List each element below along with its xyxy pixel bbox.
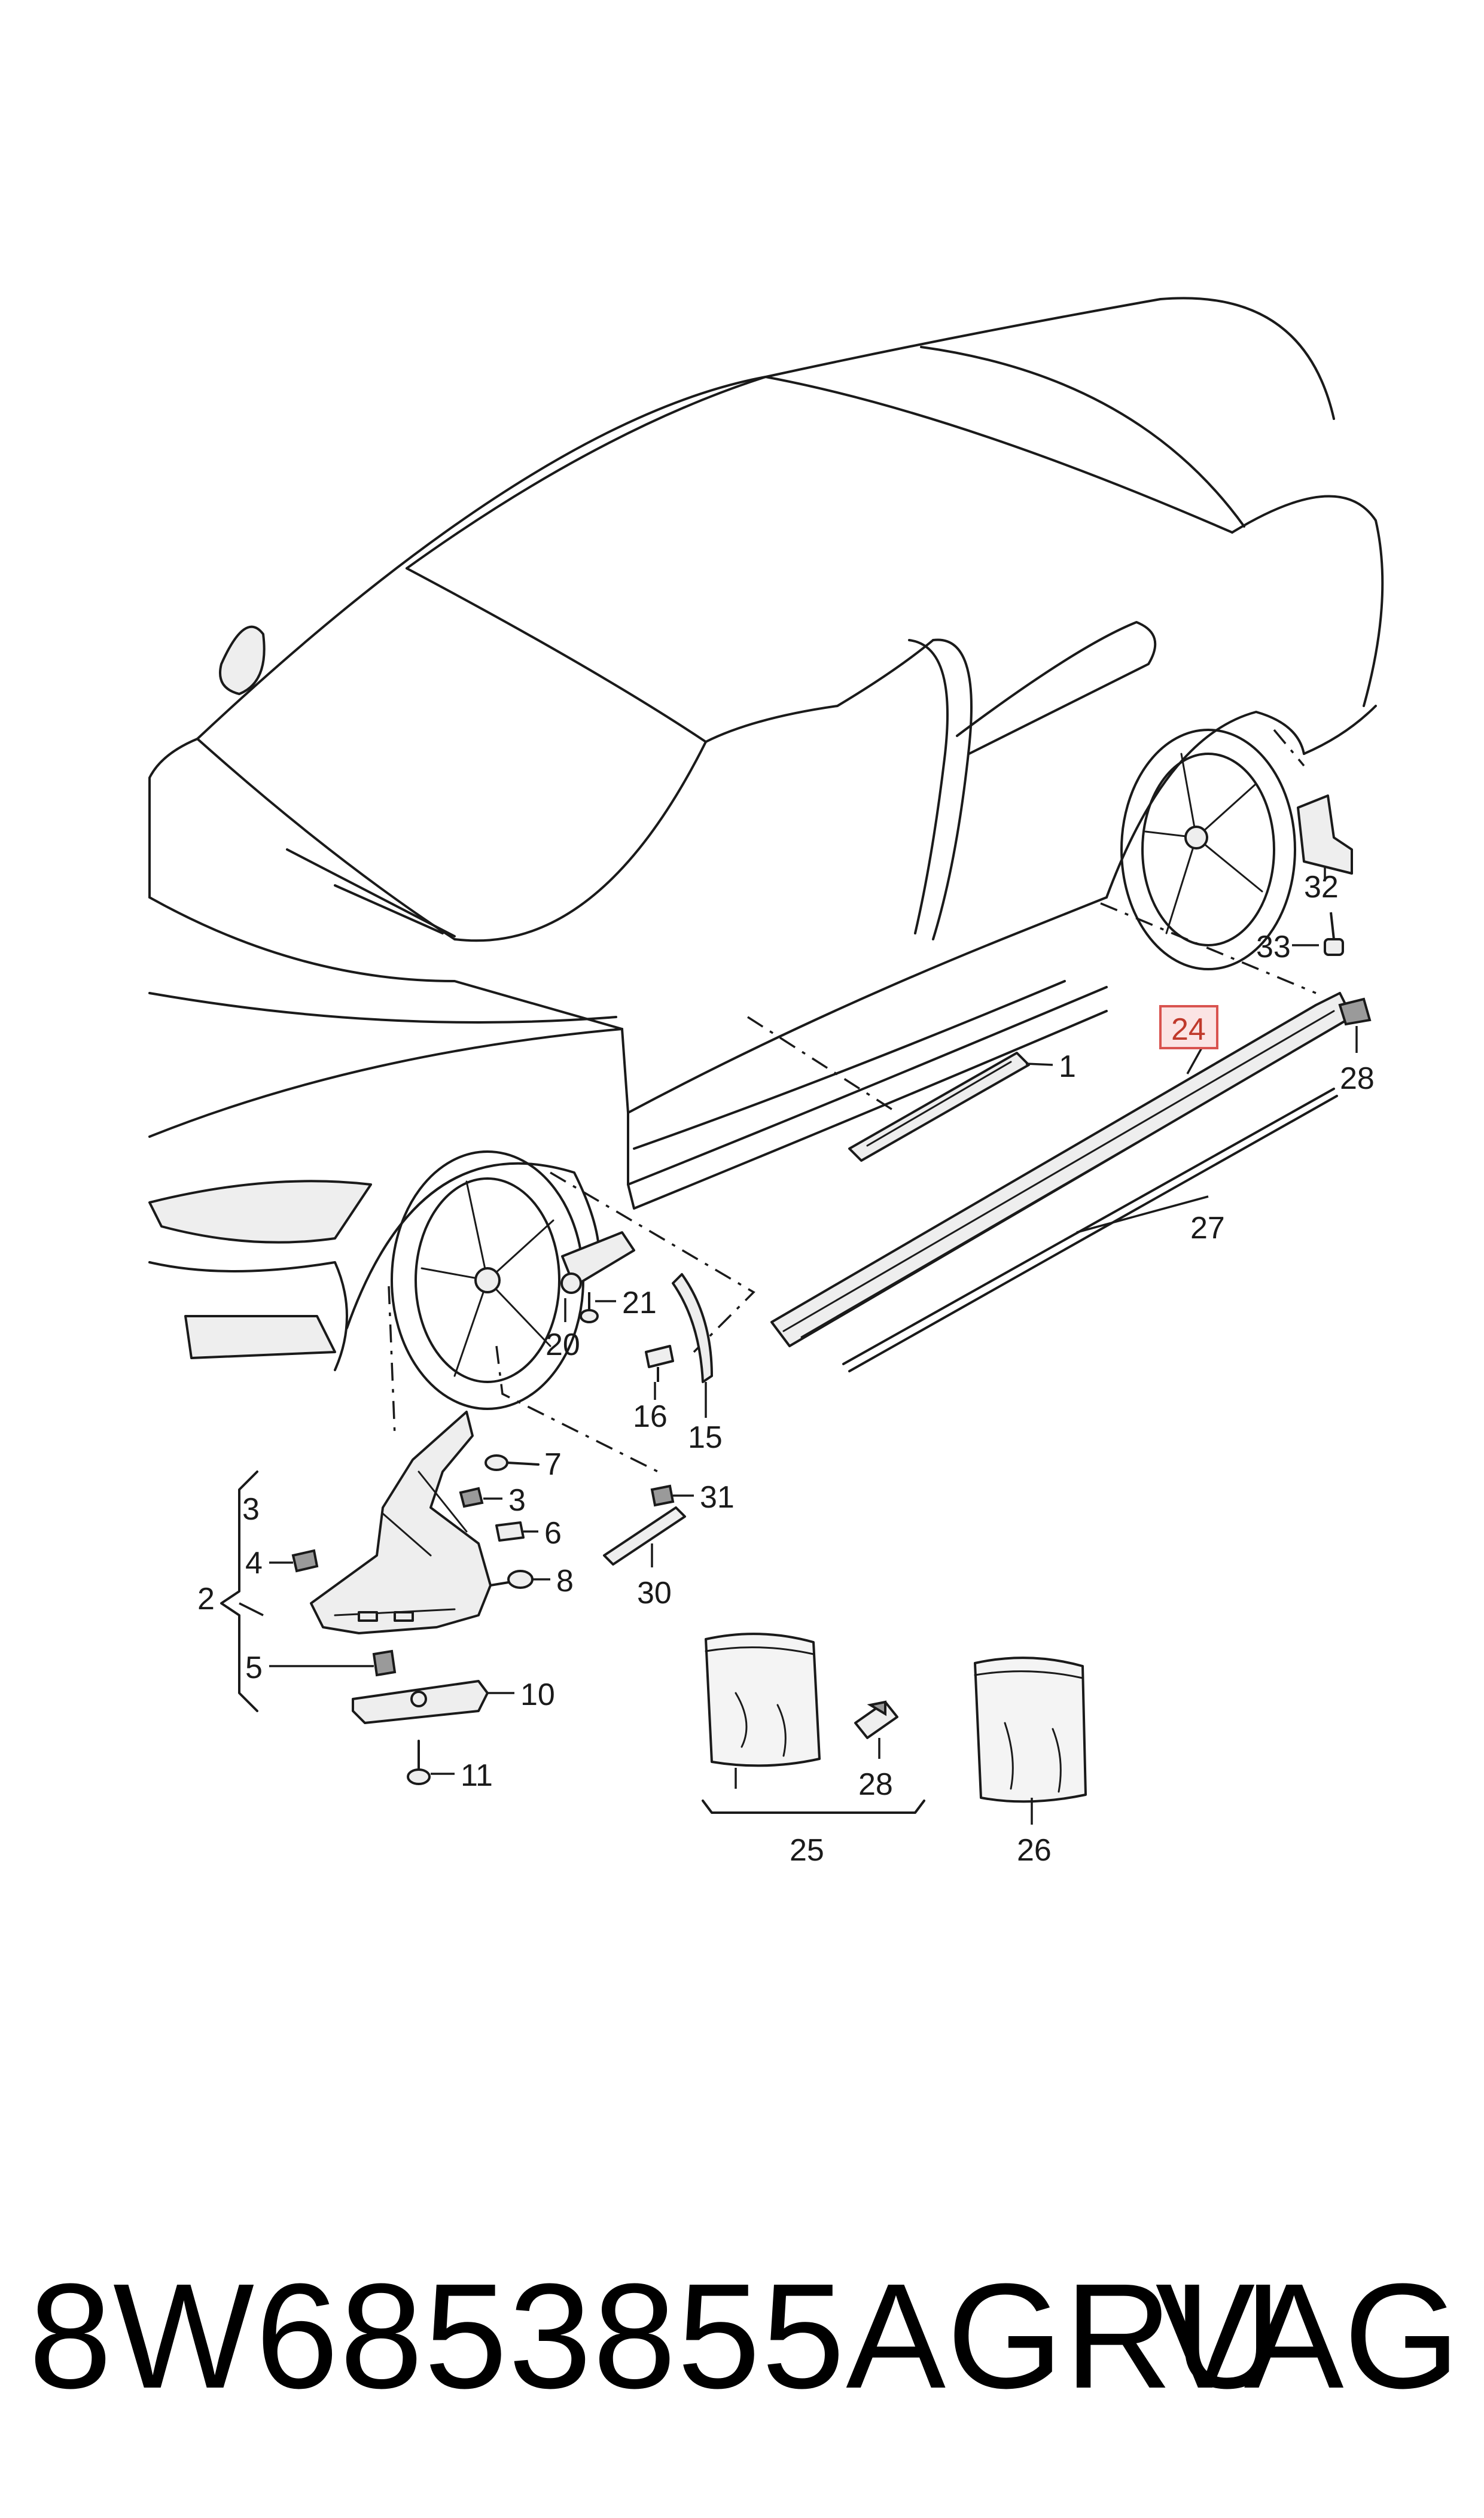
part-5-clip: [269, 1649, 397, 1677]
part-33-bolt: [1292, 912, 1344, 956]
part-15-trim-strip: [672, 1273, 713, 1418]
callout-24-highlight-box: [1159, 1005, 1218, 1049]
callout-16: 16: [633, 1399, 668, 1434]
part-3-clip: [459, 1487, 502, 1508]
callout-28b: 28: [858, 1767, 893, 1802]
part-1-sill-trim: [848, 1052, 1053, 1162]
part-6-clip: [495, 1521, 538, 1542]
part-number: 8W6853855AGRU: [29, 2252, 1283, 2419]
footer: 8W6853855AGRU VAG: [0, 2237, 1484, 2435]
callout-15: 15: [688, 1420, 723, 1455]
rear-wheel-spokes: [1144, 753, 1263, 934]
callout-10: 10: [520, 1677, 555, 1712]
callout-6: 6: [544, 1516, 562, 1551]
part-2-wheel-liner: [310, 1411, 492, 1634]
callout-7: 7: [544, 1447, 562, 1482]
group-2-bracket: [220, 1470, 264, 1712]
part-16-clip: [645, 1345, 674, 1400]
part-25-repair-kit: [702, 1633, 925, 1814]
brand-name: VAG: [1155, 2252, 1460, 2419]
callout-3a: 3: [242, 1492, 260, 1527]
part-32-bracket: [1297, 794, 1353, 879]
callout-labels: 1 2 3 3 4 5 6 7 8 10 11 15 16 20 21 24 2…: [197, 870, 1375, 1868]
part-31-clip: [650, 1484, 694, 1507]
callout-21: 21: [622, 1286, 657, 1320]
front-wheel-spokes: [420, 1180, 554, 1377]
callout-4: 4: [245, 1546, 263, 1581]
callout-5: 5: [245, 1651, 263, 1685]
part-10-bracket: [352, 1680, 514, 1724]
part-4-nut: [269, 1549, 319, 1573]
callout-27: 27: [1190, 1211, 1225, 1246]
callout-1: 1: [1059, 1049, 1076, 1084]
part-30-trim: [603, 1506, 686, 1567]
part-27-seal-strip: [842, 1088, 1338, 1372]
callout-24: 24: [1171, 1012, 1206, 1047]
callout-20: 20: [546, 1327, 580, 1362]
callout-2: 2: [197, 1582, 215, 1616]
part-20-bracket: [560, 1231, 635, 1322]
part-7-screw: [484, 1454, 540, 1471]
callout-32: 32: [1304, 870, 1339, 905]
callout-33: 33: [1256, 930, 1291, 964]
part-8-screw: [489, 1570, 550, 1589]
part-11-screw: [407, 1740, 455, 1785]
callout-8: 8: [556, 1564, 574, 1599]
part-26-repair-kit: [974, 1657, 1087, 1825]
car-body-outline: [148, 297, 1384, 1410]
reference-lines: [388, 729, 1317, 1473]
part-21-screw: [580, 1292, 616, 1323]
callout-3b: 3: [508, 1483, 526, 1518]
callout-31: 31: [700, 1480, 735, 1515]
part-24-side-sill: [770, 992, 1353, 1347]
callout-30: 30: [637, 1576, 672, 1610]
callout-28a: 28: [1340, 1061, 1375, 1096]
callout-11: 11: [461, 1758, 493, 1793]
callout-25: 25: [790, 1833, 824, 1868]
part-28-clip: [1338, 997, 1372, 1053]
callout-26: 26: [1017, 1833, 1052, 1868]
